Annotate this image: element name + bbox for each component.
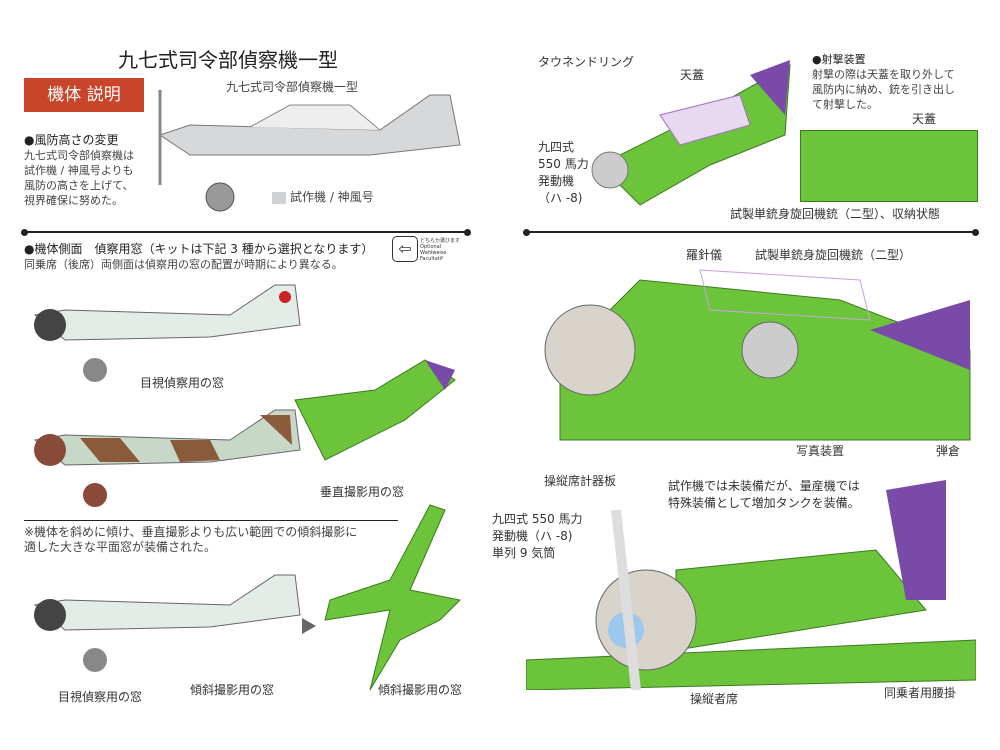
label-camera: 写真装置 (796, 442, 845, 459)
optional-line: どちらか選びます (420, 238, 461, 244)
label-compass: 羅針儀 (686, 246, 723, 263)
label-gun-stowed: 試製単銃身旋回機銃（二型）、収納状態 (730, 205, 941, 222)
shoot-line: 射撃の際は天蓋を取り外して (812, 68, 955, 81)
engine-line: （ハ -8) (538, 189, 589, 206)
interior-cutaway-2 (526, 480, 976, 690)
optional-icon: ⇦ (392, 236, 418, 262)
plane-side-option-2 (33, 409, 301, 507)
optional-line: Wahlweise (420, 250, 447, 256)
section-badge: 機体 説明 (24, 78, 144, 112)
engine-label-2: 九四式 550 馬力発動機（ハ -8)単列 9 気筒 (492, 510, 583, 561)
engine-label: 九四式 550 馬力 発動機 （ハ -8) (538, 138, 589, 206)
label-gun: 試製単銃身旋回機銃（二型） (755, 246, 912, 263)
note-line: ※機体を斜めに傾け、垂直撮影よりも広い範囲での傾斜撮影に (24, 525, 358, 539)
side-sub: 同乗席（後席）両側面は偵察用の窓の配置が時期により異なる。 (24, 258, 343, 271)
tank-note: 試作機では未装備だが、量産機では特殊装備として増加タンクを装備。 (668, 477, 860, 511)
engine-line: 九四式 (538, 138, 589, 155)
plane-green-oblique (324, 504, 462, 691)
plane-side-grey (158, 90, 461, 212)
label-pilot-seat: 操縦者席 (690, 690, 739, 707)
label-oblique-window: 傾斜撮影用の窓 (190, 681, 275, 698)
label-canopy-2: 天蓋 (912, 110, 937, 127)
engine-line: 発動機 (538, 172, 589, 189)
engine-line: 九四式 550 馬力 (492, 510, 583, 527)
wind-line: 試作機 / 神風号よりも (24, 164, 134, 177)
wind-note: ●風防高さの変更 九七式司令部偵察機は 試作機 / 神風号よりも 風防の高さを上… (24, 133, 134, 208)
shoot-line: て射撃した。 (812, 98, 878, 111)
interior-cutaway-1 (540, 240, 976, 470)
oblique-note: ※機体を斜めに傾け、垂直撮影よりも広い範囲での傾斜撮影に適した大きな平面窓が装備… (24, 525, 357, 555)
label-magazine: 弾倉 (936, 442, 961, 459)
label-vertical-window: 垂直撮影用の窓 (320, 483, 405, 500)
plane-side-option-1 (33, 284, 301, 382)
plane-label: 九七式司令部偵察機一型 (226, 80, 359, 94)
optional-line: Facultatif (420, 256, 443, 262)
legend-label: 試作機 / 神風号 (290, 190, 374, 204)
label-visual-window-2: 目視偵察用の窓 (58, 688, 143, 705)
arrow-icon (302, 618, 316, 634)
plane-side-option-3 (33, 574, 301, 672)
note-line: 適した大きな平面窓が装備された。 (24, 540, 217, 554)
side-heading: ●機体側面 偵察用窓（キットは下記 3 種から選択となります） (24, 242, 374, 256)
label-observer-seat: 同乗者用腰掛 (884, 684, 957, 701)
shoot-heading: ●射撃装置 (812, 53, 866, 66)
tank-line: 特殊装備として増加タンクを装備。 (668, 494, 860, 511)
tank-line: 試作機では未装備だが、量産機では (668, 477, 860, 494)
plane-green-3d (591, 60, 791, 206)
canopy-detail (800, 130, 978, 202)
divider (21, 228, 471, 236)
plane-green-underside (294, 359, 456, 461)
wind-line: 九七式司令部偵察機は (24, 149, 134, 162)
divider (523, 228, 979, 236)
shoot-note: ●射撃装置 射撃の際は天蓋を取り外して 風防内に納め、銃を引き出し て射撃した。 (812, 52, 955, 112)
wind-line: 視界確保に努めた。 (24, 194, 123, 207)
label-visual-window: 目視偵察用の窓 (140, 374, 225, 391)
optional-line: Optional (420, 244, 442, 250)
engine-line: 550 馬力 (538, 155, 589, 172)
engine-line: 発動機（ハ -8) (492, 527, 583, 544)
page-title: 九七式司令部偵察機一型 (118, 48, 338, 72)
label-canopy: 天蓋 (680, 66, 705, 83)
shoot-line: 風防内に納め、銃を引き出し (812, 83, 955, 96)
label-oblique-window-2: 傾斜撮影用の窓 (378, 681, 463, 698)
legend-swatch (272, 192, 286, 204)
label-panel: 操縦席計器板 (544, 472, 617, 489)
wind-heading: ●風防高さの変更 (24, 133, 119, 147)
divider (24, 520, 398, 521)
label-townend: タウネンドリング (538, 53, 635, 70)
engine-line: 単列 9 気筒 (492, 544, 583, 561)
wind-line: 風防の高さを上げて、 (24, 179, 134, 192)
